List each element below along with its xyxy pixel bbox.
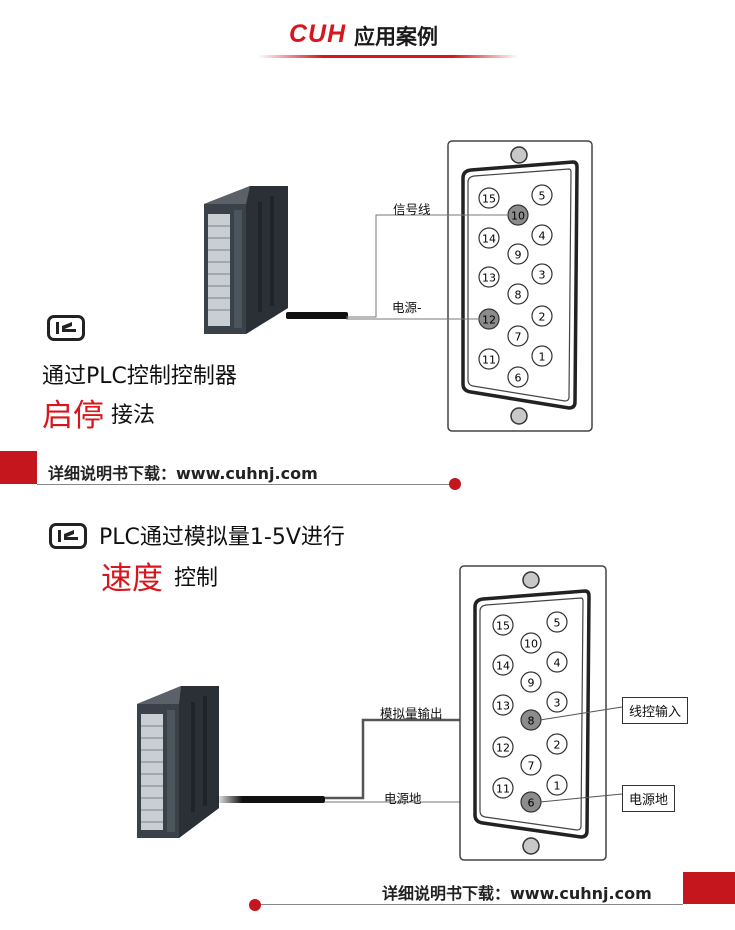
svg-text:13: 13 <box>482 272 496 285</box>
pin: 9 <box>507 243 529 265</box>
svg-text:6: 6 <box>515 372 522 385</box>
red-accent-block <box>683 872 735 904</box>
svg-text:1: 1 <box>539 351 546 364</box>
svg-text:14: 14 <box>496 660 510 673</box>
svg-text:10: 10 <box>524 638 538 651</box>
section2-heading-highlight: 速度 <box>101 561 163 597</box>
pin: 2 <box>531 305 553 327</box>
divider <box>37 484 450 485</box>
svg-text:11: 11 <box>496 783 510 796</box>
section2-heading-suffix: 控制 <box>174 566 219 591</box>
pin: 10 <box>520 632 542 654</box>
svg-text:3: 3 <box>539 269 546 282</box>
red-accent-block <box>0 451 37 484</box>
pin: 9 <box>520 671 542 693</box>
pin: 3 <box>546 691 568 713</box>
svg-text:15: 15 <box>496 620 510 633</box>
wire-label-signal: 信号线 <box>393 202 431 217</box>
pin: 14 <box>478 227 500 249</box>
callout-line-control-input: 线控输入 <box>622 697 689 724</box>
svg-text:4: 4 <box>554 657 561 670</box>
page-title: 应用案例 <box>354 25 438 49</box>
svg-text:12: 12 <box>496 742 510 755</box>
svg-text:5: 5 <box>539 190 546 203</box>
divider <box>258 904 683 905</box>
svg-text:14: 14 <box>482 233 496 246</box>
divider-dot <box>249 899 261 911</box>
svg-text:5: 5 <box>554 617 561 630</box>
pin: 4 <box>531 224 553 246</box>
svg-text:12: 12 <box>482 314 496 327</box>
svg-text:4: 4 <box>539 230 546 243</box>
svg-text:13: 13 <box>496 700 510 713</box>
pin: 4 <box>546 651 568 673</box>
svg-text:6: 6 <box>528 797 535 810</box>
title-underline <box>258 55 518 58</box>
plc-module-image <box>204 186 348 334</box>
svg-text:1: 1 <box>554 780 561 793</box>
pin: 6 <box>507 366 529 388</box>
pin: 2 <box>546 733 568 755</box>
svg-text:3: 3 <box>554 697 561 710</box>
pin: 1 <box>546 774 568 796</box>
svg-text:7: 7 <box>515 331 522 344</box>
svg-text:15: 15 <box>482 193 496 206</box>
pin: 14 <box>492 654 514 676</box>
pin: 11 <box>492 777 514 799</box>
svg-text:8: 8 <box>528 715 535 728</box>
svg-text:2: 2 <box>539 311 546 324</box>
svg-text:11: 11 <box>482 354 496 367</box>
wire-label-ground: 电源地 <box>384 791 422 806</box>
pin: 13 <box>492 694 514 716</box>
download-link[interactable]: 详细说明书下载：www.cuhnj.com <box>48 464 318 483</box>
section1-heading: 通过PLC控制控制器 <box>42 364 237 389</box>
svg-text:9: 9 <box>515 249 522 262</box>
pin: 5 <box>531 184 553 206</box>
svg-text:2: 2 <box>554 739 561 752</box>
wire-label-analog-output: 模拟量输出 <box>380 706 443 721</box>
switch-icon <box>49 523 87 549</box>
plc-module-image <box>137 686 219 838</box>
pin: 7 <box>520 754 542 776</box>
pin: 12 <box>492 736 514 758</box>
pin: 15 <box>492 614 514 636</box>
pin: 1 <box>531 345 553 367</box>
svg-text:8: 8 <box>515 289 522 302</box>
wiring-1 <box>346 214 508 320</box>
svg-text:10: 10 <box>511 210 525 223</box>
pin: 8 <box>507 283 529 305</box>
wire-label-power-neg: 电源- <box>392 300 422 315</box>
callout-leaders <box>539 706 623 803</box>
section1-heading-highlight: 启停 <box>42 398 104 434</box>
pin: 5 <box>546 611 568 633</box>
callout-power-ground: 电源地 <box>622 785 676 812</box>
pin: 3 <box>531 263 553 285</box>
pin: 15 <box>478 187 500 209</box>
svg-text:7: 7 <box>528 760 535 773</box>
brand-logo: CUH <box>289 20 347 48</box>
pin: 7 <box>507 325 529 347</box>
pin-highlighted: 10 <box>507 204 529 226</box>
pin: 13 <box>478 266 500 288</box>
svg-text:9: 9 <box>528 677 535 690</box>
section1-heading-suffix: 接法 <box>111 403 156 428</box>
download-link[interactable]: 详细说明书下载：www.cuhnj.com <box>382 884 652 903</box>
switch-icon <box>47 315 85 341</box>
divider-dot <box>449 478 461 490</box>
pin: 11 <box>478 348 500 370</box>
section2-heading: PLC通过模拟量1-5V进行 <box>99 525 345 550</box>
